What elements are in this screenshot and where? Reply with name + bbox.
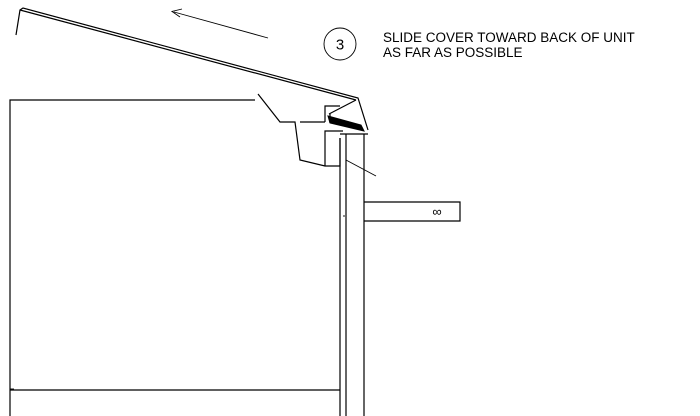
unit-body	[9, 99, 341, 416]
step-number: 3	[336, 37, 344, 54]
instruction-line-1: SLIDE COVER TOWARD BACK OF UNIT	[383, 30, 635, 45]
slide-direction-arrow-icon	[170, 8, 269, 39]
cover-bracket	[257, 93, 343, 167]
vertical-post	[340, 133, 368, 416]
sliding-cover	[15, 7, 369, 132]
instruction-line-2: AS FAR AS POSSIBLE	[383, 45, 523, 60]
side-tube: ∞	[364, 201, 461, 222]
step-badge: 3	[323, 27, 357, 61]
tube-label: ∞	[432, 204, 441, 219]
leader-line	[345, 159, 377, 177]
